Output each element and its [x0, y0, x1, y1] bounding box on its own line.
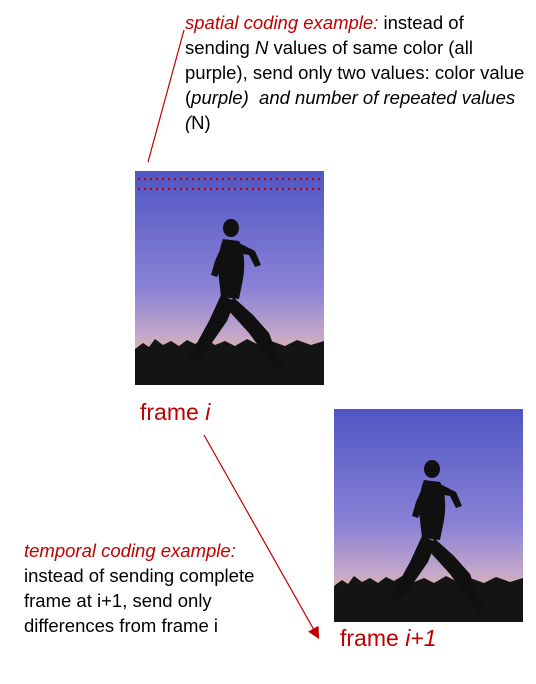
spatial-text-2: values of same color (all purple), send …: [185, 37, 525, 108]
runner-silhouette-image: [135, 171, 324, 385]
frame-i-plus-1-label: frame i+1: [340, 625, 437, 652]
spatial-and: and number of repeated values (: [185, 87, 516, 133]
spatial-purple: purple): [191, 87, 249, 108]
frame-i1-word: frame: [340, 625, 406, 651]
spatial-pointer-line: [147, 29, 185, 163]
temporal-coding-lead: temporal coding example:: [24, 540, 236, 561]
frame-i-var: i: [205, 399, 211, 425]
frame-i-label: frame i: [140, 399, 210, 426]
frame-i-word: frame: [140, 399, 206, 425]
temporal-coding-body: instead of sending complete frame at i+1…: [24, 565, 255, 636]
frame-i-plus-1-image: [334, 409, 523, 622]
frame-i1-var: i+1: [405, 625, 437, 651]
spatial-coding-note: spatial coding example: instead of sendi…: [185, 10, 530, 135]
runner-silhouette-image-next: [334, 409, 523, 622]
temporal-coding-note: temporal coding example: instead of send…: [24, 538, 294, 638]
spatial-n-end: N): [191, 112, 211, 133]
frame-i-image: [135, 171, 324, 385]
temporal-arrow: [203, 434, 320, 640]
spatial-coding-lead: spatial coding example:: [185, 12, 379, 33]
spatial-n-var: N: [254, 37, 269, 58]
spatial-text-1: instead of sending: [185, 12, 464, 58]
